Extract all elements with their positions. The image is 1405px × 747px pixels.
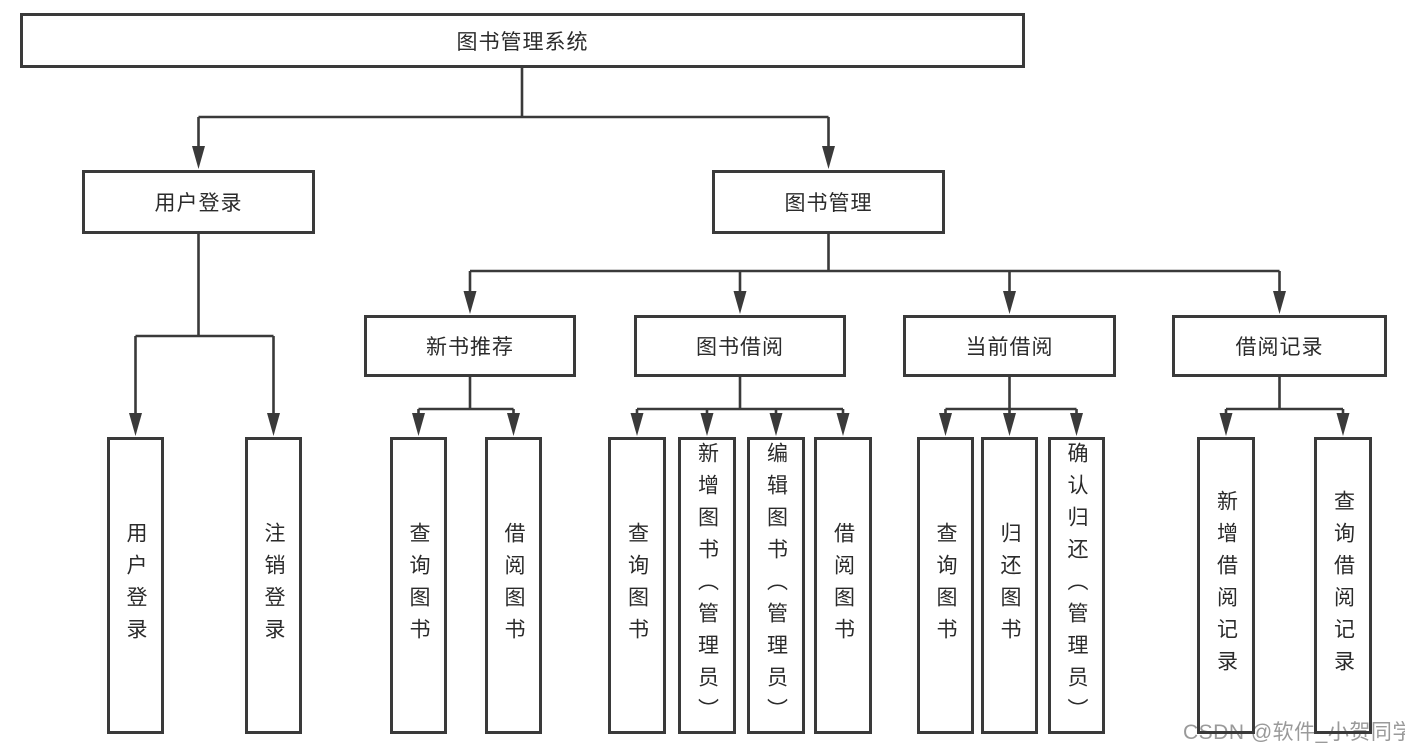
node-leaf-query-books-current: 查询图书 [917,437,974,734]
node-book-borrowing-label: 图书借阅 [696,336,784,359]
arrow-down-icon [822,146,835,169]
node-root: 图书管理系统 [20,13,1025,68]
node-book-management-label: 图书管理 [784,192,873,215]
node-leaf-confirm-return-admin-label: 确认归还（管理员） [1065,441,1088,730]
node-new-book-recommend: 新书推荐 [364,315,576,377]
node-current-borrowing-label: 当前借阅 [965,336,1054,359]
node-root-label: 图书管理系统 [456,30,589,54]
node-leaf-edit-book-admin: 编辑图书（管理员） [747,437,805,734]
arrow-down-icon [1003,291,1016,314]
arrow-down-icon [1070,413,1083,436]
node-book-borrowing: 图书借阅 [634,315,846,377]
arrow-down-icon [1336,413,1350,436]
node-leaf-logout: 注销登录 [245,437,302,734]
arrow-down-icon [939,413,952,436]
arrow-down-icon [507,413,520,436]
node-leaf-user-login-label: 用户登录 [124,521,147,650]
arrow-down-icon [129,413,142,436]
node-leaf-add-book-admin-label: 新增图书（管理员） [695,441,719,730]
node-leaf-query-books-recommend-label: 查询图书 [407,521,430,650]
node-book-management: 图书管理 [712,170,945,234]
connector-book-management-branch [468,234,1281,295]
arrow-down-icon [1003,413,1016,436]
arrow-down-icon [463,291,477,314]
node-leaf-add-borrow-record: 新增借阅记录 [1197,437,1255,734]
node-leaf-query-books-borrowing: 查询图书 [608,437,666,734]
arrow-down-icon [700,413,714,436]
arrow-down-icon [630,413,644,436]
node-leaf-return-book-label: 归还图书 [998,521,1021,650]
node-leaf-query-books-borrowing-label: 查询图书 [625,521,649,650]
node-leaf-confirm-return-admin: 确认归还（管理员） [1048,437,1105,734]
node-leaf-logout-label: 注销登录 [262,521,285,650]
arrow-down-icon [769,413,783,436]
arrow-down-icon [1273,291,1286,314]
node-leaf-borrow-books-borrowing: 借阅图书 [814,437,872,734]
arrow-down-icon [412,413,425,436]
node-leaf-borrow-books-recommend: 借阅图书 [485,437,542,734]
connector-new-book-recommend-branch [417,377,515,417]
node-leaf-add-book-admin: 新增图书（管理员） [678,437,736,734]
connector-root-to-level2 [197,68,830,150]
node-leaf-add-borrow-record-label: 新增借阅记录 [1214,489,1238,682]
node-leaf-user-login: 用户登录 [107,437,164,734]
node-leaf-borrow-books-recommend-label: 借阅图书 [502,521,525,650]
arrow-down-icon [733,291,747,314]
node-user-login: 用户登录 [82,170,315,234]
connector-current-borrowing-branch [944,377,1078,417]
node-user-login-label: 用户登录 [154,192,243,215]
arrow-down-icon [836,413,850,436]
node-current-borrowing: 当前借阅 [903,315,1116,377]
node-leaf-return-book: 归还图书 [981,437,1038,734]
node-leaf-borrow-books-borrowing-label: 借阅图书 [831,521,855,650]
node-leaf-query-books-recommend: 查询图书 [390,437,447,734]
node-borrowing-records: 借阅记录 [1172,315,1387,377]
node-leaf-query-books-current-label: 查询图书 [934,521,957,650]
connector-borrowing-records-branch [1224,377,1345,417]
node-leaf-edit-book-admin-label: 编辑图书（管理员） [764,441,788,730]
watermark: CSDN @软件_小贺同学 [1183,721,1405,744]
arrow-down-icon [267,413,280,436]
connector-user-login-branch [134,234,275,417]
connector-book-borrowing-branch [635,377,845,417]
arrow-down-icon [192,146,205,169]
node-borrowing-records-label: 借阅记录 [1235,336,1324,359]
node-new-book-recommend-label: 新书推荐 [426,336,514,359]
arrow-down-icon [1219,413,1233,436]
node-leaf-query-borrow-record-label: 查询借阅记录 [1331,489,1355,682]
node-leaf-query-borrow-record: 查询借阅记录 [1314,437,1372,734]
